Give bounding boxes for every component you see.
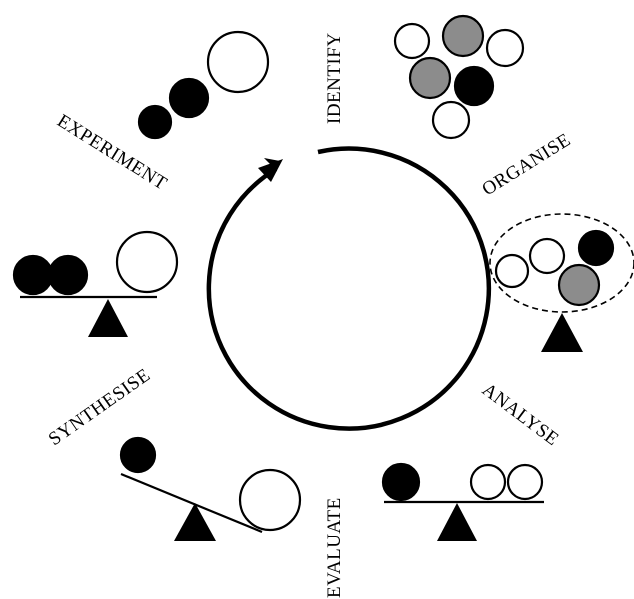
cycle-arc [206,146,492,431]
cluster-ball [408,56,452,100]
group-ball [557,263,601,307]
group-ball [528,237,566,275]
scale-ball-white [469,463,507,501]
cluster-ball [431,100,471,140]
label-analyse: ANALYSE [478,379,563,450]
scale-ball-black [119,436,157,474]
cluster-ball [485,28,525,68]
cycle-arrowhead-tip [258,159,283,182]
analyse-group-icon [489,213,634,352]
analyse-scale-icon [381,462,544,541]
group-ball [577,229,615,267]
label-organise: ORGANISE [479,129,575,200]
pivot-triangle [541,313,583,352]
group-ball [494,253,530,289]
scale-ball-black [381,462,421,502]
evaluate-scale-icon [119,436,302,541]
pivot-triangle [88,299,128,337]
cluster-ball [441,14,485,58]
label-evaluate: EVALUATE [324,497,345,598]
cycle-arrow [206,146,492,431]
pivot-triangle [174,503,216,541]
cluster-ball [453,65,495,107]
organise-cluster-icon [393,14,525,140]
scale-ball-white [506,463,544,501]
scale-ball-black [47,254,89,296]
scale-ball-white [238,468,302,532]
cluster-ball [393,22,431,60]
experiment-icon [137,30,270,140]
pivot-triangle [437,503,477,541]
experiment-ball-large [206,30,270,94]
experiment-ball-small [137,104,173,140]
group-dashed-boundary [489,213,634,313]
experiment-ball-medium [168,77,210,119]
synthesise-scale-icon [12,230,179,337]
scale-beam [120,472,263,534]
scale-ball-black [12,254,54,296]
scale-ball-white [115,230,179,294]
label-identify: IDENTIFY [324,32,345,124]
